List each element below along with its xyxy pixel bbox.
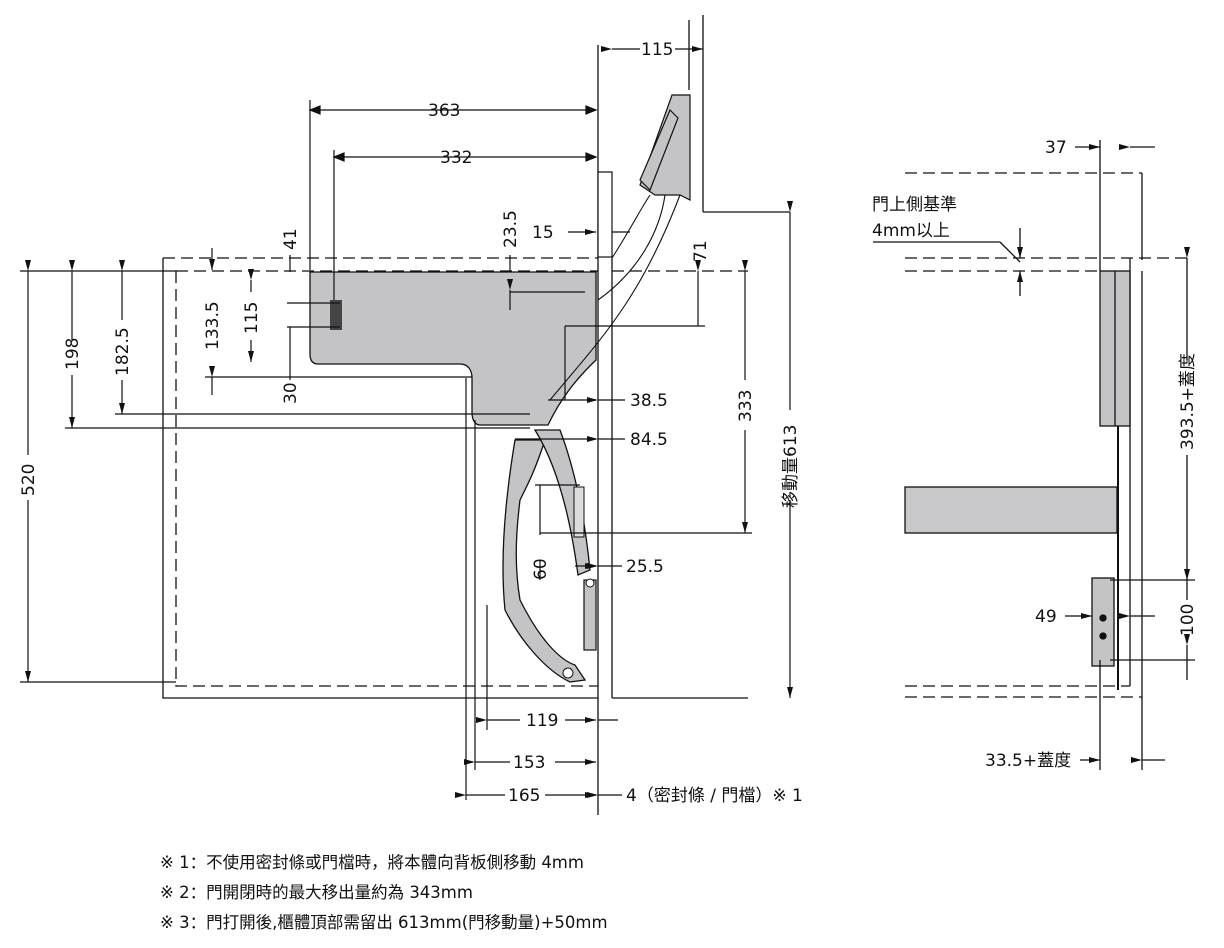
footnote-1: ※ 1：不使用密封條或門檔時，將本體向背板側移動 4mm	[160, 853, 584, 872]
dim-travel-613: 移動量613	[781, 425, 801, 508]
dim-100: 100	[1178, 604, 1198, 636]
dim-115-top: 115	[641, 40, 673, 60]
dim-37: 37	[1045, 138, 1067, 158]
dim-71: 71	[691, 240, 711, 262]
dim-30: 30	[281, 382, 301, 404]
dim-115-left: 115	[242, 302, 262, 334]
dim-84-5: 84.5	[630, 430, 668, 450]
lift-body	[309, 94, 691, 683]
dim-4-seal: 4（密封條 / 門檔）※ 1	[626, 786, 803, 806]
dim-182-5: 182.5	[113, 327, 133, 376]
dim-49: 49	[1035, 607, 1057, 627]
dimension-labels-right: 37 門上側基準 4mm以上 393.5+蓋度 100 49 33.5+蓋度	[872, 138, 1198, 771]
dim-363: 363	[428, 101, 460, 121]
cabinet-outline	[162, 15, 790, 815]
dim-332: 332	[440, 148, 472, 168]
dim-393-5: 393.5+蓋度	[1178, 353, 1198, 450]
dim-165: 165	[508, 786, 540, 806]
dim-133-5: 133.5	[203, 301, 223, 350]
footnote-2: ※ 2：門開閉時的最大移出量約為 343mm	[160, 883, 473, 902]
dimension-lines-left	[20, 46, 793, 800]
door-ref-label-2: 4mm以上	[872, 221, 950, 241]
dim-38-5: 38.5	[630, 391, 668, 411]
side-view	[873, 140, 1195, 770]
dim-25-5: 25.5	[626, 557, 664, 577]
dim-198: 198	[63, 338, 83, 370]
footnotes: ※ 1：不使用密封條或門檔時，將本體向背板側移動 4mm ※ 2：門開閉時的最大…	[160, 848, 608, 938]
dim-33-5: 33.5+蓋度	[985, 751, 1071, 771]
dim-41: 41	[281, 228, 301, 250]
door-ref-label-1: 門上側基準	[872, 195, 957, 215]
footnote-3: ※ 3：門打開後,櫃體頂部需留出 613mm(門移動量)+50mm	[160, 913, 608, 932]
dim-520: 520	[19, 464, 39, 496]
dim-153: 153	[513, 753, 545, 773]
dim-23-5: 23.5	[501, 210, 521, 248]
dim-60: 60	[531, 558, 551, 580]
dim-333: 333	[736, 390, 756, 422]
dim-15: 15	[532, 223, 554, 243]
dimension-labels-left: 115 363 332 15 23.5 41 71 133.5 115 30 1…	[19, 40, 803, 806]
dim-119: 119	[526, 711, 558, 731]
